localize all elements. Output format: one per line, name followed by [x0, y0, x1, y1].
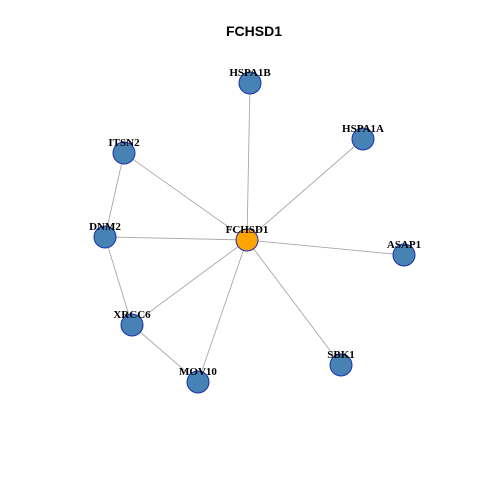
node-label-mov10: MOV10	[179, 366, 217, 378]
edge-xrcc6-mov10	[131, 324, 199, 383]
node-label-hspa1b: HSPA1B	[229, 67, 271, 79]
node-hspa1b	[238, 71, 262, 95]
nodes-layer	[93, 71, 416, 394]
node-label-hspa1a: HSPA1A	[342, 123, 384, 135]
edge-itsn2-dnm2	[104, 152, 125, 238]
edge-dnm2-xrcc6	[104, 236, 133, 326]
labels-layer: FCHSD1 HSPA1B HSPA1A ITSN2DNM2ASAP1XRCC6SBK…	[89, 67, 421, 378]
node-label-itsn2: ITSN2	[108, 137, 140, 149]
node-asap1	[392, 243, 416, 267]
node-itsn2	[112, 141, 136, 165]
node-fchsd1	[235, 228, 259, 252]
node-label-fchsd1: FCHSD1	[226, 224, 269, 236]
node-label-xrcc6: XRCC6	[113, 309, 151, 321]
node-label-sbk1: SBK1	[327, 349, 355, 361]
node-mov10	[186, 370, 210, 394]
edge-fchsd1-dnm2	[104, 236, 248, 241]
node-sbk1	[329, 353, 353, 377]
edges-layer	[104, 82, 405, 383]
node-dnm2	[93, 225, 117, 249]
node-label-dnm2: DNM2	[89, 221, 121, 233]
node-xrcc6	[120, 313, 144, 337]
edge-fchsd1-asap1	[246, 239, 405, 256]
node-hspa1a	[351, 127, 375, 151]
diagram-title: FCHSD1	[226, 23, 282, 39]
node-label-asap1: ASAP1	[387, 239, 421, 251]
edge-fchsd1-hspa1b	[246, 82, 251, 241]
edge-fchsd1-sbk1	[246, 239, 342, 366]
edge-fchsd1-mov10	[197, 239, 248, 383]
edge-fchsd1-itsn2	[123, 152, 248, 241]
edge-fchsd1-hspa1a	[246, 138, 364, 241]
edge-fchsd1-xrcc6	[131, 239, 248, 326]
